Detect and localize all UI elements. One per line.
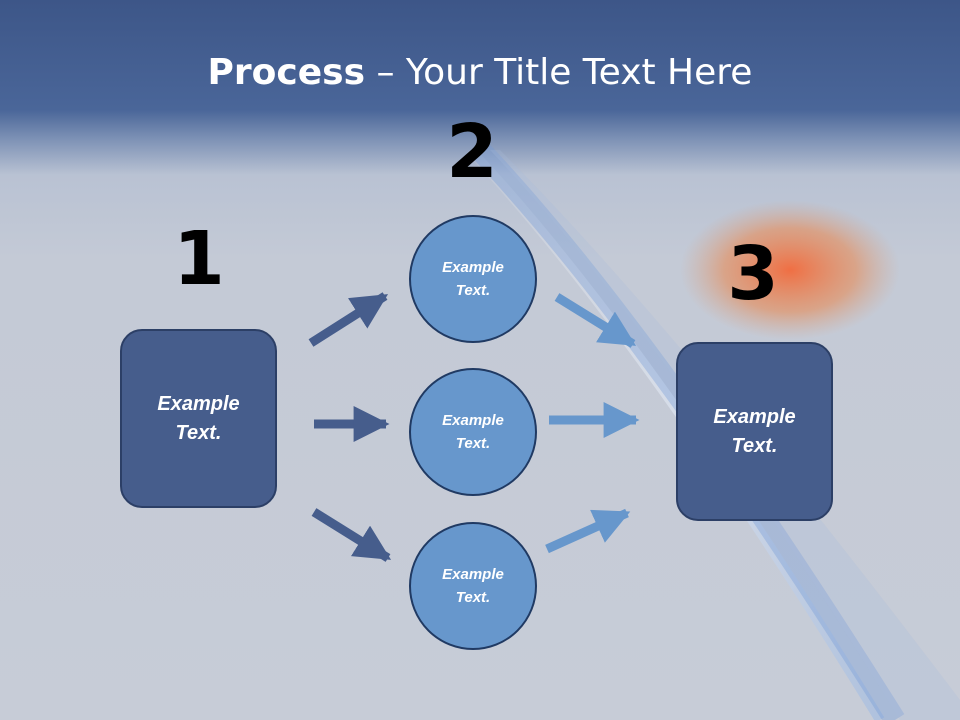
arrow-to-top-circle [308, 292, 389, 347]
title-rest: – Your Title Text Here [365, 52, 753, 93]
right-box-text: Example Text. [713, 405, 796, 457]
meteor-glow [680, 200, 900, 340]
step-number-3: 3 [727, 231, 779, 317]
arrow-to-bottom-circle [311, 508, 392, 562]
title-bold: Process [207, 52, 366, 93]
left-box-text: Example Text. [157, 392, 240, 444]
slide-title: Process – Your Title Text Here [0, 52, 960, 93]
step-number-1: 1 [173, 216, 225, 302]
circle-middle-text: Example Text. [442, 412, 504, 452]
circle-top-text: Example Text. [442, 259, 504, 299]
left-process-box: Example Text. [120, 329, 277, 508]
right-process-box: Example Text. [676, 342, 833, 521]
process-circle-middle: Example Text. [409, 368, 537, 496]
arrow-from-bottom-circle [545, 508, 631, 554]
process-circle-bottom: Example Text. [409, 522, 537, 650]
process-circle-top: Example Text. [409, 215, 537, 343]
arrow-from-top-circle [554, 293, 637, 348]
circle-bottom-text: Example Text. [442, 566, 504, 606]
step-number-2: 2 [446, 109, 498, 195]
